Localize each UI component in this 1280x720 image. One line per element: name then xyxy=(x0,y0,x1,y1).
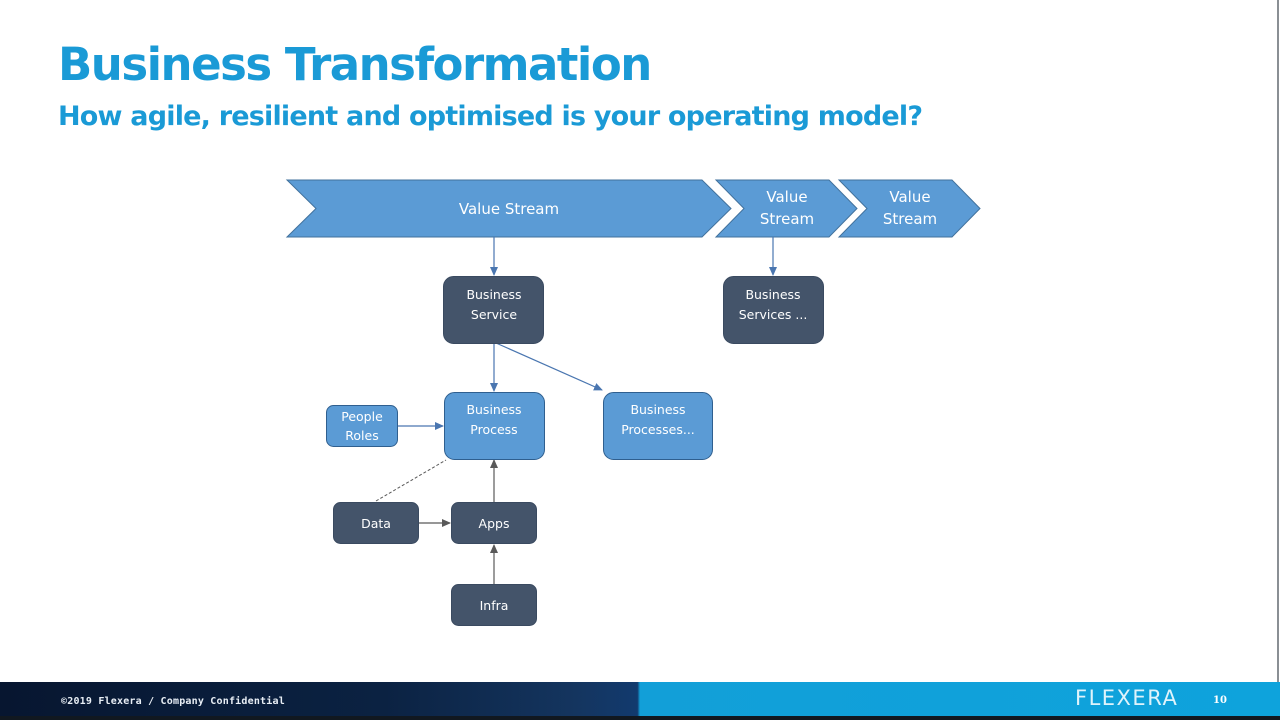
node-apps: Apps xyxy=(451,502,537,544)
value-stream-label-1: Value Stream xyxy=(459,200,559,218)
node-label: Services ... xyxy=(739,307,808,322)
node-infra: Infra xyxy=(451,584,537,626)
node-label: Service xyxy=(471,307,518,322)
node-label: Processes... xyxy=(621,422,695,437)
node-label: People xyxy=(341,409,383,424)
node-label: Roles xyxy=(345,428,378,443)
value-stream-chevron-1: Value Stream xyxy=(285,179,732,238)
node-business-services-more: Business Services ... xyxy=(723,276,824,344)
node-business-processes-more: Business Processes... xyxy=(603,392,713,460)
page-number: 10 xyxy=(1213,695,1227,706)
value-stream-label-3-line-1: Value xyxy=(889,188,930,206)
window-edge-divider xyxy=(1277,0,1279,682)
flexera-logo: FLEXERA xyxy=(1075,686,1179,710)
node-label: Process xyxy=(470,422,517,437)
footer-bottom-strip xyxy=(0,716,1280,720)
node-people-roles: People Roles xyxy=(326,405,398,447)
node-label: Business xyxy=(466,402,521,417)
node-business-process: Business Process xyxy=(444,392,545,460)
footer-copyright: ©2019 Flexera / Company Confidential xyxy=(61,696,285,707)
node-label: Business xyxy=(745,287,800,302)
node-label: Infra xyxy=(480,598,509,613)
value-stream-label-3-line-2: Stream xyxy=(883,210,937,228)
operating-model-diagram: Value Stream Value Stream Value Stream B… xyxy=(285,179,981,626)
node-label: Business xyxy=(630,402,685,417)
node-label: Apps xyxy=(479,516,510,531)
value-stream-label-2-line-1: Value xyxy=(766,188,807,206)
node-business-service: Business Service xyxy=(443,276,544,344)
value-stream-label-2-line-2: Stream xyxy=(760,210,814,228)
slide-subtitle: How agile, resilient and optimised is yo… xyxy=(58,101,923,132)
connector-service-to-processes xyxy=(495,342,603,391)
node-label: Business xyxy=(466,287,521,302)
value-stream-chevron-2: Value Stream xyxy=(714,179,858,238)
node-label: Data xyxy=(361,516,391,531)
value-stream-chevron-3: Value Stream xyxy=(837,179,981,238)
footer-band xyxy=(0,682,1280,716)
connector-data-to-process-dashed xyxy=(375,459,447,502)
slide-title: Business Transformation xyxy=(58,38,652,91)
node-data: Data xyxy=(333,502,419,544)
